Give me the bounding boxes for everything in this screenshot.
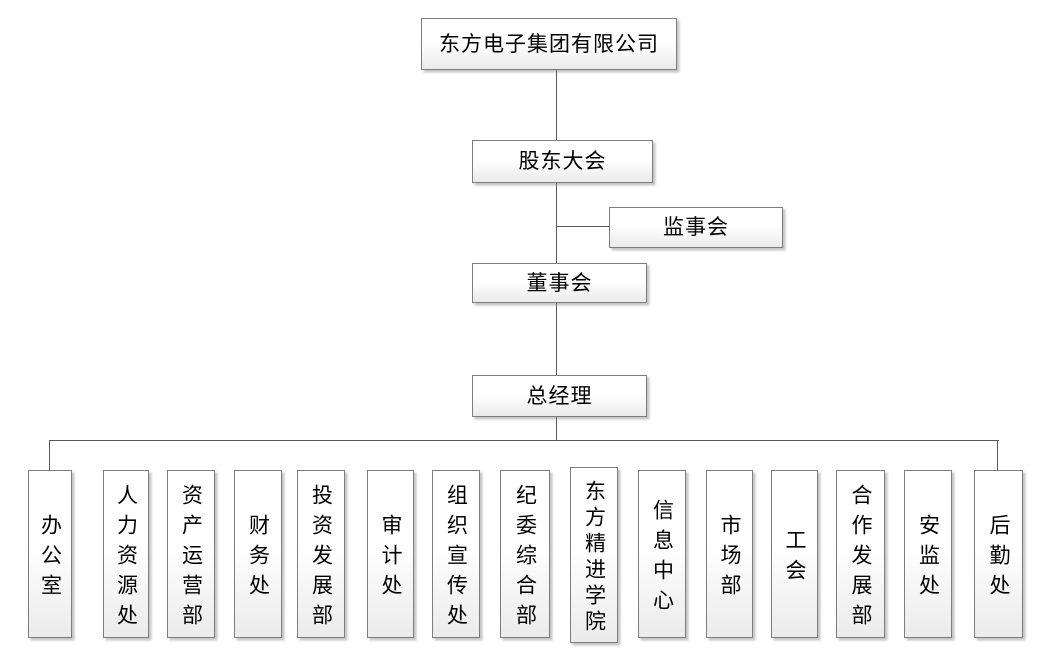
department-label: 后勤处 bbox=[987, 513, 1011, 604]
department-cooperation-development: 合作发展部 bbox=[836, 470, 885, 638]
department-label: 组织宣传处 bbox=[444, 483, 469, 634]
node-shareholders-meeting: 股东大会 bbox=[472, 140, 653, 183]
connector-bus-right-drop bbox=[997, 440, 998, 472]
department-label: 办公室 bbox=[38, 513, 63, 604]
connector-board-to-gm bbox=[556, 303, 557, 375]
department-label: 安监处 bbox=[916, 513, 941, 604]
board-of-directors-label: 董事会 bbox=[526, 270, 593, 295]
department-office: 办公室 bbox=[28, 470, 72, 638]
connector-bus-left-drop bbox=[49, 440, 50, 471]
department-labor-union: 工会 bbox=[771, 470, 818, 638]
node-supervisory-board: 监事会 bbox=[609, 207, 783, 248]
department-investment-development: 投资发展部 bbox=[297, 470, 345, 638]
connector-shareholders-to-board bbox=[556, 183, 557, 263]
connector-bus-horizontal bbox=[49, 440, 999, 441]
department-label: 工会 bbox=[783, 528, 807, 589]
department-safety-supervision: 安监处 bbox=[904, 470, 952, 638]
department-asset-operations: 资产运营部 bbox=[167, 470, 215, 638]
department-label: 审计处 bbox=[379, 513, 403, 604]
company-title-label: 东方电子集团有限公司 bbox=[439, 31, 659, 56]
department-label: 东方精进学院 bbox=[582, 479, 607, 636]
node-board-of-directors: 董事会 bbox=[472, 263, 647, 303]
shareholders-meeting-label: 股东大会 bbox=[518, 149, 607, 173]
connector-gm-to-bus bbox=[556, 417, 557, 440]
node-general-manager: 总经理 bbox=[472, 375, 647, 417]
department-label: 投资发展部 bbox=[309, 483, 334, 634]
general-manager-label: 总经理 bbox=[526, 383, 593, 408]
department-label: 合作发展部 bbox=[849, 483, 873, 634]
connector-title-to-shareholders bbox=[556, 70, 557, 140]
department-label: 信息中心 bbox=[650, 498, 675, 619]
department-finance: 财务处 bbox=[234, 470, 282, 638]
node-company-title: 东方电子集团有限公司 bbox=[421, 18, 677, 70]
department-audit: 审计处 bbox=[367, 470, 414, 638]
department-organization-publicity: 组织宣传处 bbox=[432, 470, 480, 638]
department-marketing: 市场部 bbox=[706, 470, 753, 638]
department-logistics: 后勤处 bbox=[974, 470, 1023, 638]
department-label: 市场部 bbox=[718, 513, 742, 604]
connector-branch-supervisory bbox=[556, 226, 609, 227]
department-label: 财务处 bbox=[246, 513, 271, 604]
department-discipline-inspection: 纪委综合部 bbox=[500, 470, 550, 638]
department-dongfang-jingjin-academy: 东方精进学院 bbox=[570, 467, 618, 643]
department-human-resources: 人力资源处 bbox=[103, 470, 149, 638]
department-label: 资产运营部 bbox=[179, 483, 204, 634]
department-label: 人力资源处 bbox=[114, 483, 139, 634]
department-information-center: 信息中心 bbox=[638, 470, 686, 638]
department-label: 纪委综合部 bbox=[513, 483, 538, 634]
supervisory-board-label: 监事会 bbox=[663, 215, 729, 239]
